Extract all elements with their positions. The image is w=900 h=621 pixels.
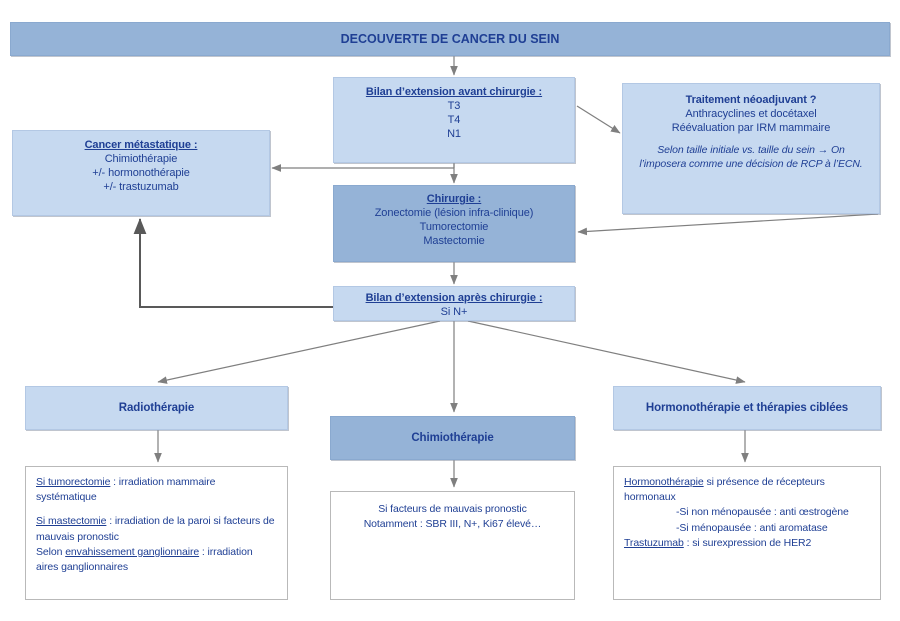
diagram-title: DECOUVERTE DE CANCER DU SEIN <box>10 22 890 56</box>
detail-emphasis: Trastuzumab <box>624 536 684 549</box>
branch-detail-radiotherapie: Si tumorectomie : irradiation mammaire s… <box>25 466 288 600</box>
node-line: Anthracyclines et docétaxel <box>685 108 817 121</box>
node-line: T4 <box>447 114 461 127</box>
detail-text: si présence de récepteurs hormonaux <box>624 476 825 504</box>
detail-line: -Si ménopausée : anti aromatase <box>676 521 828 534</box>
branch-detail-hormonotherapie: Hormonothérapie si présence de récepteur… <box>613 466 881 600</box>
detail-line: Si tumorectomie : irradiation mammaire s… <box>36 475 277 505</box>
detail-line: Hormonothérapie si présence de récepteur… <box>624 475 870 505</box>
node-traitement-neoadjuvant: Traitement néoadjuvant ? Anthracyclines … <box>622 83 880 214</box>
detail-text: Selon <box>36 545 66 558</box>
detail-text: : irradiation mammaire systématique <box>36 476 216 504</box>
detail-line: Selon envahissement ganglionnaire : irra… <box>36 545 277 575</box>
node-cancer-metastatique: Cancer métastatique : Chimiothérapie +/-… <box>12 130 270 216</box>
node-line: +/- trastuzumab <box>103 181 179 194</box>
spacer <box>633 135 869 144</box>
node-heading: Chirurgie : <box>426 193 482 205</box>
detail-line: Trastuzumab : si surexpression de HER2 <box>624 536 870 551</box>
detail-line: Si facteurs de mauvais pronostic <box>378 503 527 515</box>
detail-line: -Si non ménopausée : anti œstrogène <box>676 506 849 519</box>
node-line: Chimiothérapie <box>104 153 178 166</box>
node-line: Réévaluation par IRM mammaire <box>671 122 831 135</box>
node-line: Zonectomie (lésion infra-clinique) <box>374 207 534 220</box>
node-chirurgie: Chirurgie : Zonectomie (lésion infra-cli… <box>333 185 575 262</box>
node-line: Si N+ <box>440 306 468 319</box>
detail-line: Notamment : SBR III, N+, Ki67 élevé… <box>363 518 542 531</box>
detail-text: : irradiation de la paroi si facteurs de… <box>36 515 275 543</box>
node-heading: Cancer métastatique : <box>84 139 198 151</box>
node-line: +/- hormonothérapie <box>92 167 190 180</box>
detail-text: : irradiation aires ganglionnaires <box>36 545 253 574</box>
branch-detail-chimiotherapie: Si facteurs de mauvais pronostic Notamme… <box>330 491 575 600</box>
detail-line: Si mastectomie : irradiation de la paroi… <box>36 514 277 544</box>
node-heading: Bilan d’extension avant chirurgie : <box>365 86 543 98</box>
detail-emphasis: envahissement ganglionnaire <box>65 545 200 558</box>
node-line: Tumorectomie <box>419 221 489 234</box>
node-heading: Traitement néoadjuvant ? <box>685 94 817 106</box>
branch-header-hormonotherapie: Hormonothérapie et thérapies ciblées <box>613 386 881 430</box>
node-heading: Bilan d’extension après chirurgie : <box>365 292 543 304</box>
detail-emphasis: Hormonothérapie <box>624 476 704 488</box>
detail-emphasis: Si tumorectomie <box>36 476 111 488</box>
spacer <box>36 505 277 514</box>
branch-header-radiotherapie: Radiothérapie <box>25 386 288 430</box>
node-line: Mastectomie <box>423 235 485 248</box>
detail-emphasis: Si mastectomie <box>36 515 107 528</box>
node-note: Selon taille initiale vs. taille du sein… <box>639 144 863 170</box>
node-line: N1 <box>447 128 461 141</box>
branch-header-chimiotherapie: Chimiothérapie <box>330 416 575 460</box>
node-bilan-extension-apres-chirurgie: Bilan d’extension après chirurgie : Si N… <box>333 286 575 321</box>
node-line: T3 <box>447 100 461 113</box>
node-bilan-extension-avant-chirurgie: Bilan d’extension avant chirurgie : T3 T… <box>333 77 575 163</box>
detail-text: : si surexpression de HER2 <box>683 536 812 549</box>
